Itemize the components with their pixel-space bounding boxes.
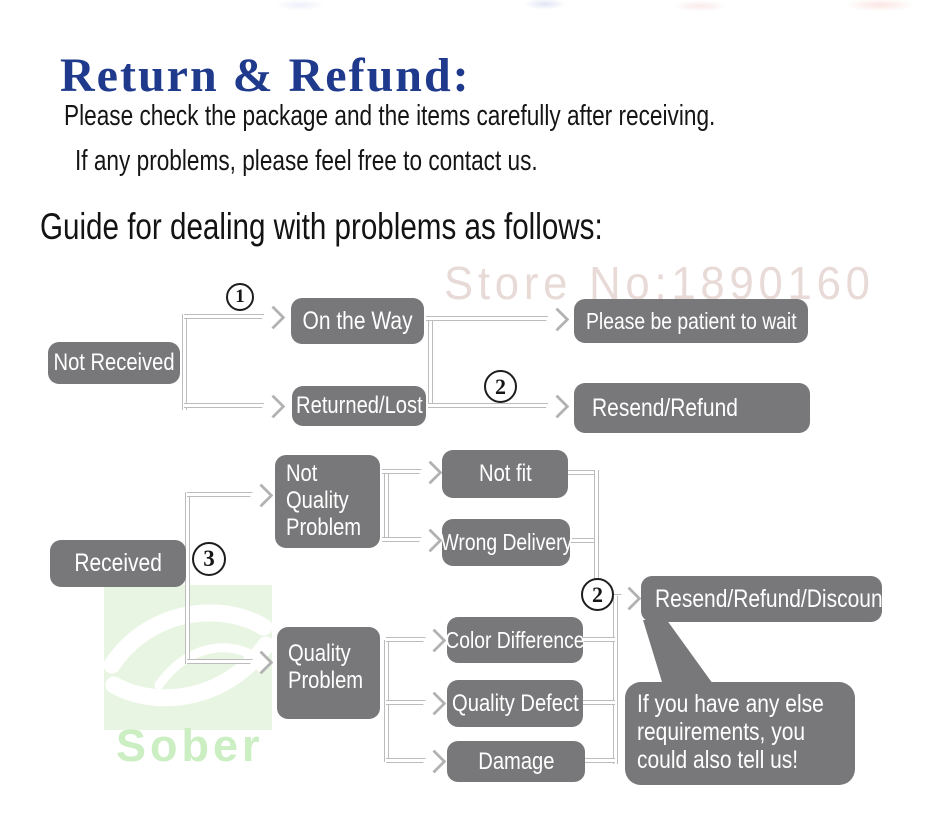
arrow-icon: [418, 528, 443, 553]
arrow-icon: [422, 691, 447, 716]
connector-line: [581, 637, 615, 642]
connector-line: [428, 316, 433, 408]
connector-line: [428, 403, 548, 408]
connector-line: [566, 470, 598, 475]
connector-line: [568, 538, 598, 543]
flow-node-not-quality-problem: Not Quality Problem: [275, 455, 380, 548]
step-badge-1: 1: [226, 283, 254, 311]
connector-line: [182, 314, 187, 410]
arrow-icon: [261, 394, 286, 419]
arrow-icon: [422, 628, 447, 653]
flow-node-wrong-delivery: Wrong Delivery: [440, 519, 572, 566]
flow-node-not-fit: Not fit: [442, 450, 568, 498]
connector-line: [386, 758, 426, 763]
arrow-icon: [422, 749, 447, 774]
connector-line: [426, 316, 548, 321]
flow-node-quality-defect: Quality Defect: [447, 680, 583, 727]
flow-node-resend-refund: Resend/Refund: [574, 383, 810, 433]
intro-note-line1: Please check the package and the items c…: [64, 100, 716, 132]
arrow-icon: [545, 394, 570, 419]
connector-line: [581, 700, 615, 705]
flow-node-quality-problem: Quality Problem: [277, 627, 380, 719]
arrow-icon: [418, 460, 443, 485]
connector-line: [613, 596, 618, 764]
connector-line: [386, 637, 426, 642]
speech-bubble-tail: [643, 620, 713, 684]
arrow-icon: [617, 586, 642, 611]
page-title: Return & Refund:: [60, 49, 471, 103]
arrow-icon: [261, 305, 286, 330]
intro-note-line2: If any problems, please feel free to con…: [75, 145, 538, 177]
flow-node-please-wait: Please be patient to wait: [574, 299, 808, 343]
connector-line: [583, 758, 615, 763]
flow-node-received: Received: [50, 540, 186, 587]
connector-line: [187, 659, 253, 664]
top-edge-artifacts: [0, 0, 950, 16]
brand-name-watermark: Sober: [116, 720, 264, 771]
connector-line: [187, 492, 253, 497]
connector-line: [184, 314, 264, 319]
connector-line: [184, 403, 264, 408]
step-badge-2b: 2: [581, 578, 614, 611]
flow-node-resend-refund-discount: Resend/Refund/Discount: [641, 576, 888, 622]
flow-node-color-difference: Color Difference: [445, 617, 585, 663]
connector-line: [384, 469, 389, 541]
flow-node-returned-lost: Returned/Lost: [292, 386, 426, 426]
flow-node-not-received: Not Received: [48, 342, 180, 384]
speech-bubble-note: If you have any else requirements, you c…: [625, 682, 855, 785]
flow-node-on-the-way: On the Way: [291, 298, 424, 344]
connector-line: [594, 470, 599, 598]
connector-line: [382, 537, 422, 542]
guide-heading: Guide for dealing with problems as follo…: [40, 206, 603, 247]
arrow-icon: [545, 307, 570, 332]
step-badge-2: 2: [484, 370, 517, 403]
flow-node-damage: Damage: [447, 741, 585, 782]
connector-line: [386, 700, 426, 705]
arrow-icon: [249, 483, 274, 508]
arrow-icon: [249, 650, 274, 675]
step-badge-3: 3: [192, 542, 226, 576]
connector-line: [382, 469, 422, 474]
